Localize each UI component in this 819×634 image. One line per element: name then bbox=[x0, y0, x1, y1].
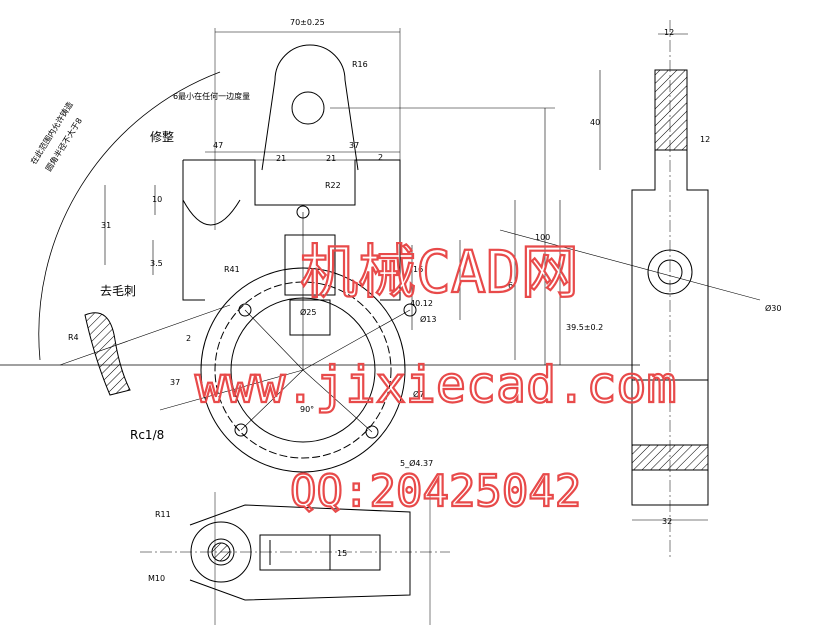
watermark-line2: www.jixiecad.com bbox=[195, 356, 677, 414]
dim-6: 6 bbox=[508, 281, 513, 290]
dim-side-32: 32 bbox=[662, 517, 672, 526]
dim-r4: R4 bbox=[68, 333, 79, 342]
dim-r16: R16 bbox=[352, 60, 368, 69]
dim-100: 100 bbox=[535, 233, 550, 242]
watermark-line3: QQ:20425042 bbox=[290, 466, 581, 517]
dim-21a: 21 bbox=[276, 154, 286, 163]
bottom-view bbox=[140, 492, 450, 625]
dim-31: 31 bbox=[101, 221, 111, 230]
front-view bbox=[0, 28, 761, 473]
label-qu-mao-ci: 去毛刺 bbox=[100, 284, 136, 298]
dim-bottom-15: 15 bbox=[337, 549, 347, 558]
dim-47: 47 bbox=[213, 141, 223, 150]
dim-r41: R41 bbox=[224, 265, 240, 274]
annotation-labels: 修整 去毛刺 Rc1/8 在此范围内允许铸造 圆角半径不大于8 bbox=[28, 100, 174, 442]
dim-10: 10 bbox=[152, 195, 162, 204]
dim-2b: 2 bbox=[186, 334, 191, 343]
dim-13: Ø13 bbox=[420, 314, 436, 324]
dim-2: 2 bbox=[378, 153, 383, 162]
dim-side-39: 39.5±0.2 bbox=[566, 323, 603, 332]
dim-5-4-37: 5_Ø4.37 bbox=[400, 458, 433, 468]
dim-side-30: Ø30 bbox=[765, 303, 781, 313]
dim-3-5: 3.5 bbox=[150, 259, 163, 268]
side-view bbox=[559, 20, 709, 560]
dim-side-top: 12 bbox=[664, 28, 674, 37]
dim-side-40: 40 bbox=[590, 118, 600, 127]
dim-90: 90° bbox=[300, 405, 314, 414]
dim-37: 37 bbox=[349, 141, 359, 150]
dim-side-12: 12 bbox=[700, 135, 710, 144]
dim-top-width: 70±0.25 bbox=[290, 18, 325, 27]
dim-bottom-r11: R11 bbox=[155, 510, 171, 519]
dim-25: Ø25 bbox=[300, 307, 316, 317]
label-rc18: Rc1/8 bbox=[130, 428, 164, 442]
dim-40-12: 40.12 bbox=[410, 299, 433, 308]
dim-21b: 21 bbox=[326, 154, 336, 163]
dim-bottom-m10: M10 bbox=[148, 574, 165, 583]
dim-37b: 37 bbox=[170, 378, 180, 387]
dimension-labels: 70±0.25 R16 6最小在任何一边度量 47 21 21 37 2 R22… bbox=[68, 18, 781, 583]
watermark: 机械CAD网 www.jixiecad.com QQ:20425042 bbox=[194, 237, 678, 518]
dim-r22: R22 bbox=[325, 181, 341, 190]
dim-wall-note: 6最小在任何一边度量 bbox=[173, 91, 250, 101]
dim-7: Ø7 bbox=[413, 389, 424, 399]
watermark-line1: 机械CAD网 bbox=[300, 238, 579, 306]
label-xiu-zheng: 修整 bbox=[150, 129, 174, 144]
dim-16: 16 bbox=[413, 265, 423, 274]
